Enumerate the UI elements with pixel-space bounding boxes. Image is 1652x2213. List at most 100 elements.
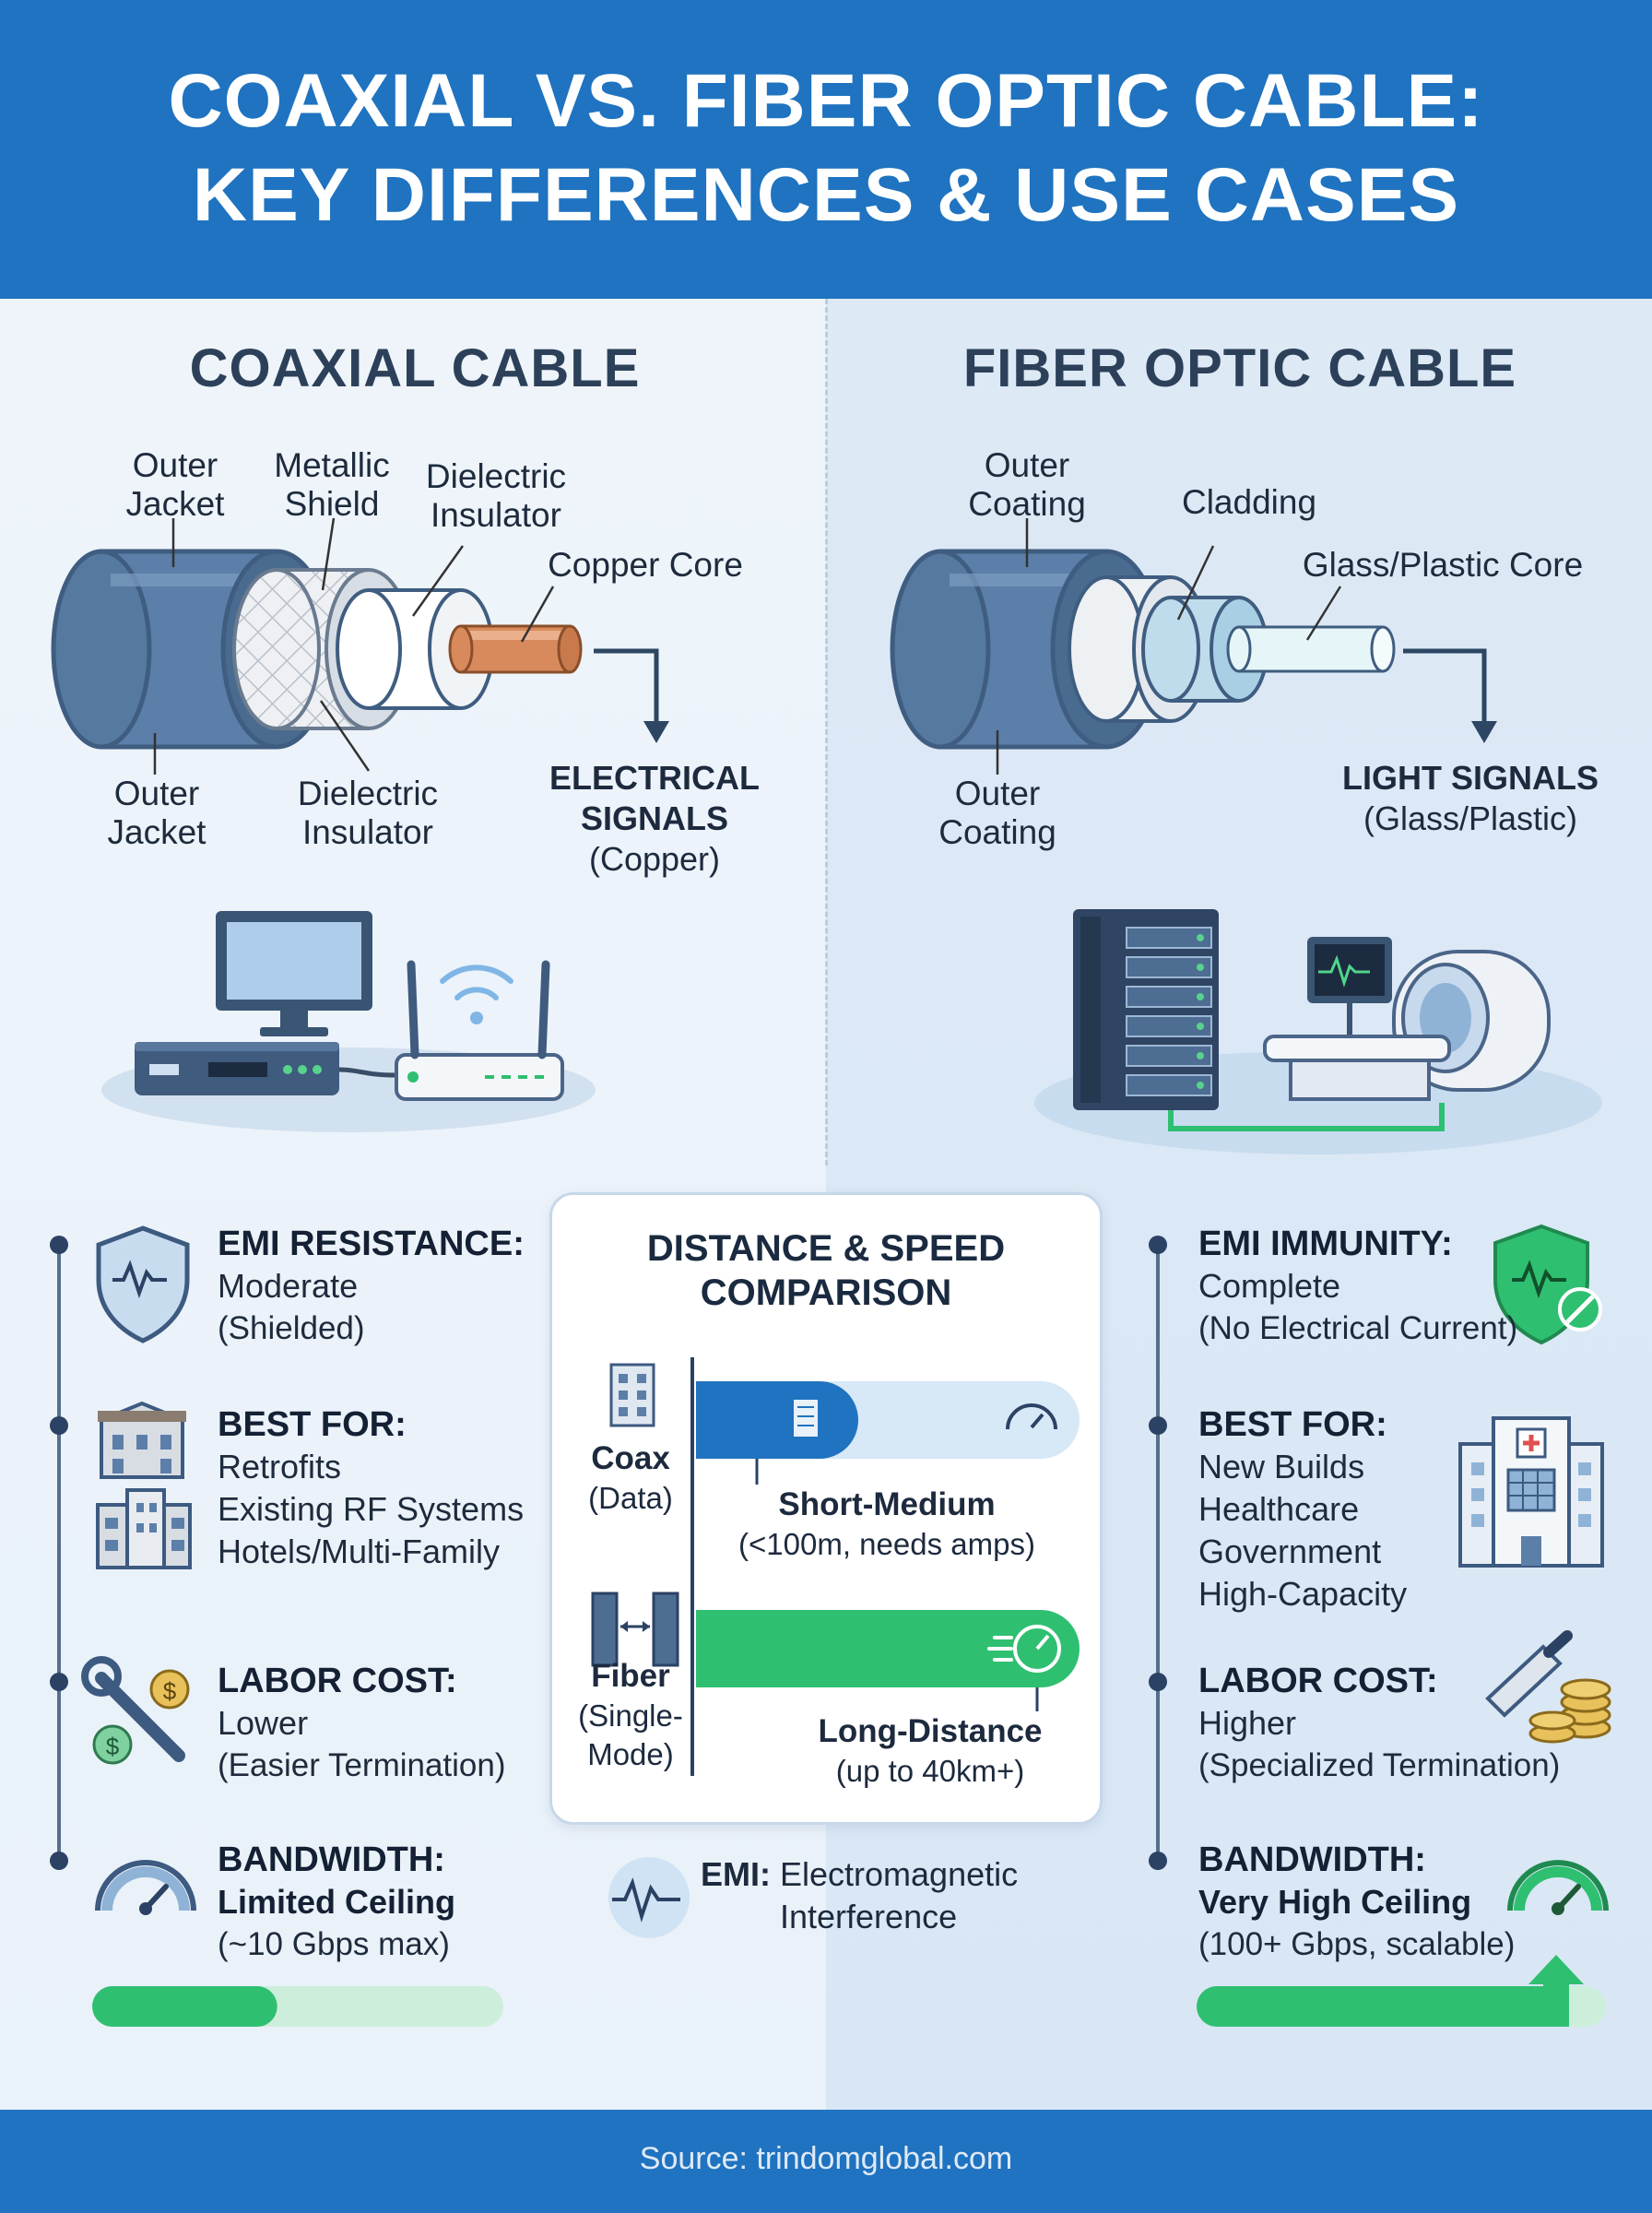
svg-text:$: $ — [163, 1677, 177, 1705]
shield-check-icon — [1493, 1224, 1602, 1345]
coax-feature-bandwidth: BANDWIDTH: Limited Ceiling (~10 Gbps max… — [218, 1839, 549, 1966]
fiber-feature-emi: EMI IMMUNITY: Complete (No Electrical Cu… — [1198, 1223, 1530, 1350]
fiber-row-label: Fiber (Single- Mode) — [572, 1656, 689, 1774]
feature-line: Retrofits — [218, 1448, 342, 1485]
feature-line: Very High Ceiling — [1198, 1883, 1472, 1921]
label-outer-coating-top: Outer Coating — [968, 446, 1086, 523]
coax-range-title: Short-Medium — [778, 1486, 996, 1522]
coax-feature-best-for: BEST FOR: Retrofits Existing RF Systems … — [218, 1403, 549, 1573]
fiber-devices-illustration — [1034, 909, 1602, 1154]
feature-line: Limited Ceiling — [218, 1883, 456, 1921]
fiber-feature-labor: LABOR COST: Higher (Specialized Terminat… — [1198, 1660, 1586, 1787]
feature-line: Lower — [218, 1704, 309, 1742]
cleaver-coins-icon — [1485, 1630, 1611, 1744]
feature-line: Complete — [1198, 1267, 1341, 1305]
fiber-range-title: Long-Distance — [818, 1713, 1043, 1749]
fiber-signal-title: LIGHT SIGNALS — [1342, 759, 1599, 797]
svg-text:$: $ — [106, 1733, 120, 1760]
feature-line: Healthcare — [1198, 1490, 1360, 1528]
label-metallic-shield: Metallic Shield — [274, 446, 390, 523]
coax-range-sub: (<100m, needs amps) — [738, 1527, 1035, 1561]
label-outer-coating-bottom: Outer Coating — [938, 775, 1056, 851]
coax-cable-illustration — [51, 517, 669, 775]
coax-distance-bar — [696, 1381, 1080, 1485]
fiber-bandwidth-bar — [1197, 1955, 1606, 2027]
source-credit: Source: trindomglobal.com — [639, 2141, 1013, 2176]
feature-title: BANDWIDTH: — [218, 1840, 445, 1879]
header-banner: COAXIAL VS. FIBER OPTIC CABLE: KEY DIFFE… — [0, 0, 1652, 299]
feature-title: BEST FOR: — [1198, 1405, 1387, 1444]
feature-title: BEST FOR: — [218, 1405, 407, 1444]
coax-section-title: COAXIAL CABLE — [189, 338, 641, 398]
coax-feature-labor: LABOR COST: Lower (Easier Termination) — [218, 1660, 549, 1787]
feature-line: High-Capacity — [1198, 1575, 1408, 1613]
fiber-feature-best-for: BEST FOR: New Builds Healthcare Governme… — [1198, 1403, 1475, 1615]
wrench-dollar-icon: $ $ — [81, 1656, 190, 1765]
coax-range-text: Short-Medium (<100m, needs amps) — [716, 1485, 1057, 1564]
buildings-icon — [96, 1401, 192, 1569]
hospital-icon — [1458, 1416, 1604, 1568]
feature-line: (~10 Gbps max) — [218, 1926, 450, 1962]
feature-line: (100+ Gbps, scalable) — [1198, 1926, 1516, 1962]
feature-line: (Shielded) — [218, 1310, 365, 1346]
fiber-signal-label: LIGHT SIGNALS (Glass/Plastic) — [1328, 758, 1613, 839]
feature-line: Existing RF Systems — [218, 1490, 525, 1528]
coax-building-icon — [609, 1363, 655, 1427]
gauge-low-icon — [95, 1860, 196, 1915]
coax-row-sub: (Data) — [588, 1481, 673, 1515]
distance-speed-panel: DISTANCE & SPEED COMPARISON — [549, 1192, 1103, 1825]
coax-row-label: Coax (Data) — [572, 1438, 689, 1518]
fiber-distance-bar — [696, 1610, 1080, 1711]
fiber-buildings-icon — [591, 1592, 679, 1667]
shield-heartbeat-icon — [96, 1225, 190, 1343]
feature-title: LABOR COST: — [1198, 1662, 1438, 1700]
label-copper-core: Copper Core — [548, 546, 743, 584]
label-dielectric-top: Dielectric Insulator — [425, 457, 567, 534]
panel-title-line1: DISTANCE & SPEED — [646, 1228, 1006, 1269]
fiber-row-sub: (Single- Mode) — [578, 1698, 683, 1771]
feature-title: EMI RESISTANCE: — [218, 1225, 525, 1263]
label-glass-core: Glass/Plastic Core — [1302, 546, 1584, 584]
label-dielectric-bottom: Dielectric Insulator — [297, 775, 439, 851]
coax-signal-sub: (Copper) — [588, 840, 721, 878]
fiber-section-title: FIBER OPTIC CABLE — [962, 338, 1517, 398]
coax-row-name: Coax — [591, 1440, 670, 1476]
coax-feature-emi: EMI RESISTANCE: Moderate (Shielded) — [218, 1223, 531, 1350]
feature-line: (Specialized Termination) — [1198, 1747, 1561, 1783]
feature-line: (Easier Termination) — [218, 1747, 506, 1783]
feature-line: New Builds — [1198, 1448, 1365, 1485]
coax-signal-title: ELECTRICAL SIGNALS — [549, 759, 760, 837]
fiber-feature-bandwidth: BANDWIDTH: Very High Ceiling (100+ Gbps,… — [1198, 1839, 1530, 1966]
page-title-line1: COAXIAL VS. FIBER OPTIC CABLE: — [168, 59, 1484, 143]
coax-signal-label: ELECTRICAL SIGNALS (Copper) — [535, 758, 774, 880]
label-cladding: Cladding — [1181, 483, 1317, 521]
footer-bar: Source: trindomglobal.com — [0, 2110, 1652, 2213]
column-divider — [825, 299, 828, 1166]
feature-title: BANDWIDTH: — [1198, 1840, 1426, 1879]
label-outer-jacket-top: Outer Jacket — [125, 446, 225, 523]
gauge-high-icon — [1507, 1860, 1609, 1915]
page-title-line2: KEY DIFFERENCES & USE CASES — [192, 153, 1460, 237]
label-outer-jacket-bottom: Outer Jacket — [107, 775, 206, 851]
feature-line: Hotels/Multi-Family — [218, 1533, 501, 1570]
feature-line: Higher — [1198, 1704, 1297, 1742]
feature-line: Government — [1198, 1533, 1382, 1570]
feature-title: EMI IMMUNITY: — [1198, 1225, 1453, 1263]
fiber-signal-sub: (Glass/Plastic) — [1363, 799, 1578, 837]
feature-line: (No Electrical Current) — [1198, 1310, 1518, 1346]
fiber-cable-illustration — [890, 518, 1497, 775]
legend-key: EMI: — [701, 1855, 771, 1893]
feature-title: LABOR COST: — [218, 1662, 457, 1700]
fiber-range-text: Long-Distance (up to 40km+) — [773, 1711, 1087, 1791]
fiber-row-name: Fiber — [591, 1658, 670, 1694]
feature-line: Moderate — [218, 1267, 359, 1305]
emi-wave-icon — [608, 1857, 690, 1938]
fiber-range-sub: (up to 40km+) — [835, 1754, 1025, 1788]
server-rack-units — [1126, 927, 1212, 1096]
panel-title-line2: COMPARISON — [700, 1272, 952, 1313]
coax-bandwidth-bar — [92, 1986, 503, 2027]
coax-devices-illustration — [101, 911, 596, 1132]
comparison-graphics — [591, 1357, 1080, 1776]
legend-value: Electromagnetic Interference — [780, 1855, 1019, 1935]
